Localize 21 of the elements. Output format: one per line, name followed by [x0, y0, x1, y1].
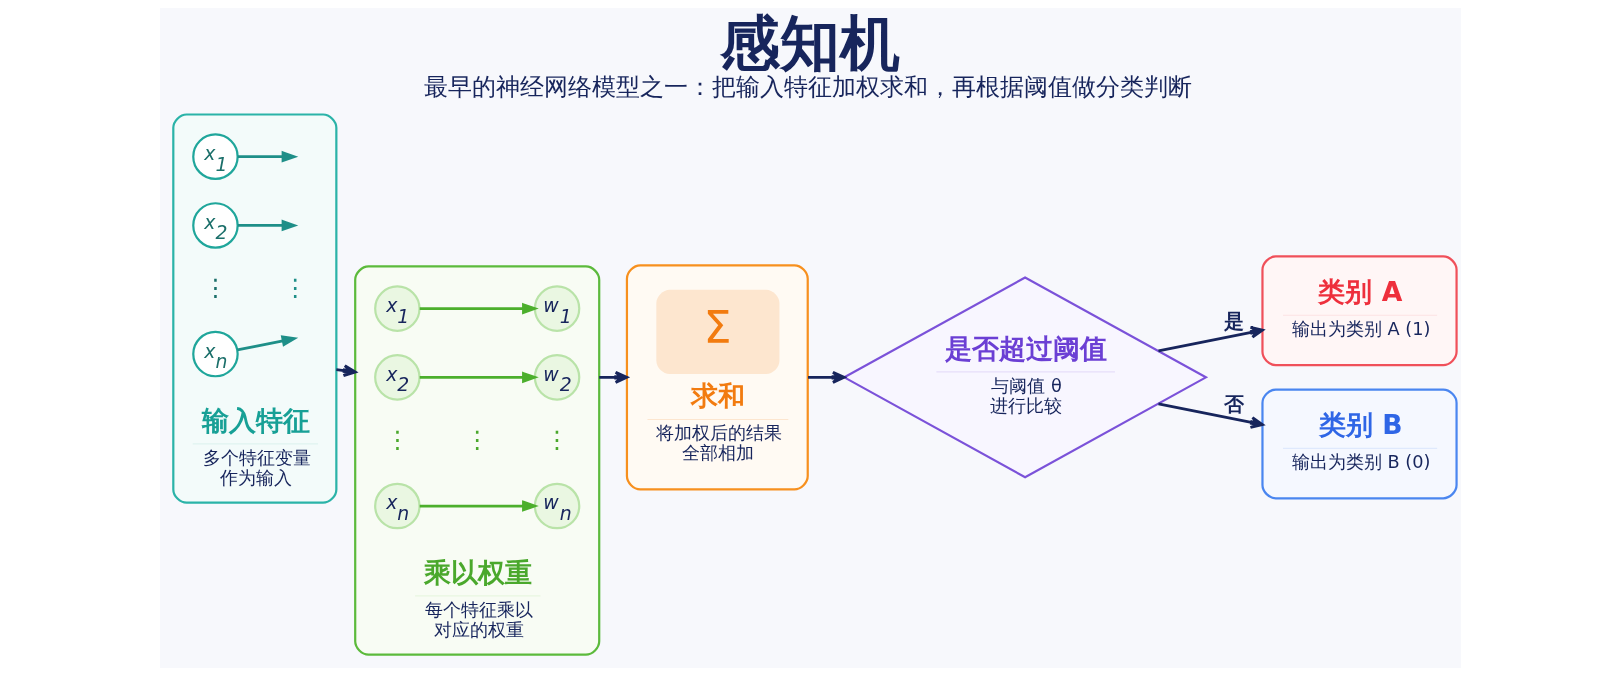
label: ⋮	[202, 272, 228, 302]
edge-label: 否	[1223, 392, 1244, 417]
edge-label: 是	[1223, 308, 1244, 333]
arrow	[419, 500, 539, 512]
node-box: 类别 A 输出为类别 A (1)	[1260, 255, 1458, 367]
arrow	[419, 302, 539, 315]
arrow	[335, 364, 357, 377]
label: ⋮	[544, 424, 569, 454]
arrow	[807, 371, 845, 384]
arrow	[1157, 325, 1264, 353]
node-box: Σ 求和 将加权后的结果全部相加	[625, 264, 809, 491]
arrow	[236, 335, 298, 352]
arrow	[1157, 402, 1264, 429]
label: ⋮	[282, 272, 308, 302]
arrow	[237, 150, 298, 163]
label: ⋮	[384, 424, 410, 454]
node-box: 类别 B 输出为类别 B (0)	[1260, 388, 1458, 500]
label: ⋮	[464, 424, 489, 454]
arrow	[598, 371, 628, 384]
arrow	[237, 219, 298, 232]
arrow	[419, 371, 539, 384]
